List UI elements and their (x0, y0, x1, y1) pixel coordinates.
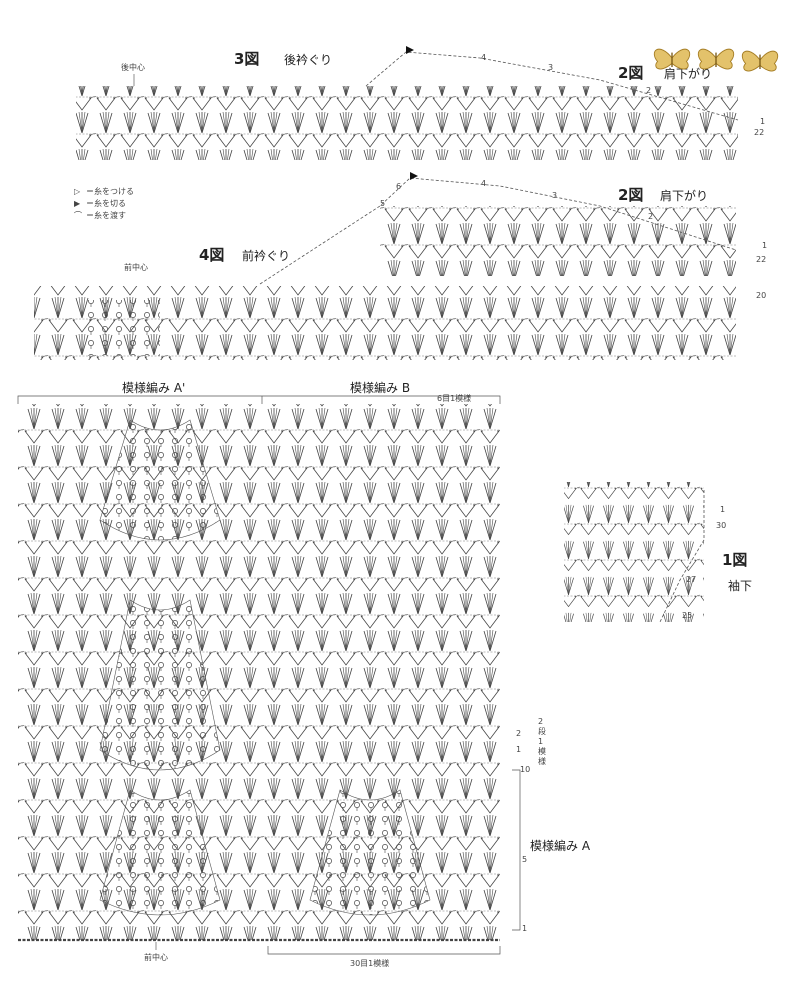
fig2b-row-6: 6 (396, 182, 401, 191)
fig4-title: 前衿ぐり (242, 248, 290, 263)
side-note-5: 様 (538, 756, 546, 766)
pattern-a-prime-label: 模様編み A' (122, 380, 185, 395)
side-note-2: 段 (538, 726, 546, 736)
fig3-row-22: 22 (754, 128, 764, 137)
figure-1-sleeve: 1 30 27 25 1図 袖下 (564, 482, 752, 623)
main-stitch-area (18, 404, 500, 940)
fig4-number: 4図 (199, 246, 224, 264)
butterfly-icon (697, 48, 735, 70)
main-body-chart: 模様編み A' 模様編み B 6目1模様 模様編み A 30目1模様 前中心 2… (17, 380, 591, 968)
legend-text-carry: ＝糸を渡す (86, 210, 126, 220)
fig4-center-lace (86, 300, 160, 356)
fig3-row-2: 2 (646, 86, 651, 95)
fig2b-title: 肩下がり (660, 188, 708, 203)
main-center-label: 前中心 (144, 952, 168, 962)
side-note-1: 2 (538, 717, 543, 726)
fig1-stitch-area (564, 482, 704, 622)
fig2b-row-1: 1 (762, 241, 767, 250)
fig4-center-label: 前中心 (124, 262, 148, 272)
butterfly-icon (741, 50, 779, 72)
fig1-slope (659, 490, 705, 623)
fig1-number: 1図 (722, 551, 747, 569)
main-row-1: 1 (516, 745, 521, 754)
pattern-b-label: 模様編み B (350, 380, 410, 395)
legend-text-cut: ＝糸を切る (86, 198, 126, 208)
legend-text-attach: ＝糸をつける (86, 186, 134, 196)
fig3-row-3: 3 (548, 63, 553, 72)
fig1-row-25: 25 (682, 611, 692, 620)
lace-panel-top (99, 419, 221, 541)
lace-panel-middle (99, 599, 221, 771)
fig1-row-1: 1 (720, 505, 725, 514)
butterfly-icon (653, 48, 691, 70)
fig2a-title: 肩下がり (664, 66, 712, 81)
symbol-legend: ▷ ＝糸をつける ▶ ＝糸を切る ⌒ ＝糸を渡す (74, 186, 134, 220)
lace-panel-bottom-right (309, 789, 431, 916)
fig3-center-label: 後中心 (121, 62, 145, 72)
lace-panel-bottom-left (99, 789, 221, 916)
fig1-row-30: 30 (716, 521, 726, 530)
fig4-neck-slope (259, 177, 737, 285)
fig3-row-1: 1 (760, 117, 765, 126)
repeat-top-label: 6目1模様 (437, 393, 471, 403)
fig2b-row-5: 5 (380, 199, 385, 208)
main-row-5: 5 (522, 855, 527, 864)
fig2b-row-2: 2 (648, 212, 653, 221)
main-row-2: 2 (516, 729, 521, 738)
pattern-a-label: 模様編み A (530, 838, 591, 853)
fig3-number: 3図 (234, 50, 259, 68)
fig2b-row-3: 3 (552, 191, 557, 200)
repeat-bottom-label: 30目1模様 (350, 958, 389, 968)
legend-symbol-carry: ⌒ (74, 211, 82, 220)
fig4-triangle-marker (410, 172, 418, 180)
main-row-1b: 1 (522, 924, 527, 933)
repeat-bottom-bracket (267, 946, 501, 955)
fig2b-number: 2図 (618, 186, 643, 204)
fig3-title: 後衿ぐり (284, 52, 332, 67)
figure-3-back-neck: 3図 後衿ぐり 後中心 4 3 2 1 22 2図 肩下がり (76, 46, 765, 160)
legend-symbol-cut: ▶ (74, 199, 81, 208)
main-row-10: 10 (520, 765, 530, 774)
main-header-bracket (17, 395, 501, 404)
fig3-triangle-marker (406, 46, 414, 54)
fig2b-row-4: 4 (481, 179, 486, 188)
legend-symbol-attach: ▷ (74, 187, 81, 196)
fig3-row-4: 4 (481, 53, 486, 62)
fig1-row-27: 27 (686, 575, 696, 584)
fig3-stitch-area (76, 86, 738, 160)
side-note-4: 模 (538, 746, 546, 756)
figure-4-front-neck: 4図 前衿ぐり 前中心 2図 肩下がり 6 5 4 3 2 1 22 20 (34, 172, 767, 360)
fig2b-row-20: 20 (756, 291, 766, 300)
fig1-title: 袖下 (728, 578, 752, 593)
pattern-a-side-bracket (512, 769, 521, 931)
fig3-shoulder-slope (365, 51, 739, 121)
fig4-shoulder-area (380, 206, 736, 276)
fig2a-number: 2図 (618, 64, 643, 82)
fig2b-row-22: 22 (756, 255, 766, 264)
side-note-3: 1 (538, 737, 543, 746)
